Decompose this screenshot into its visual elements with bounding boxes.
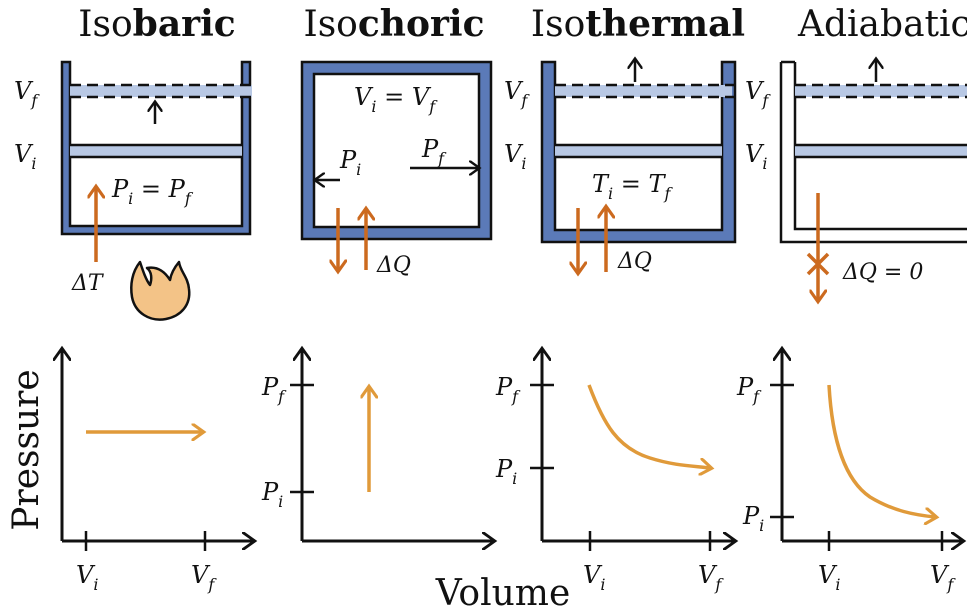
title-isothermal: Isothermal	[531, 3, 745, 45]
isobaric-vessel	[60, 60, 256, 262]
heat-label: ΔQ	[617, 249, 652, 274]
heat-label: ΔQ	[376, 253, 411, 278]
v-initial-label: Vi	[745, 140, 767, 173]
condition-label: Vi = Vf	[354, 83, 438, 116]
y-tick-label-pf: Pf	[261, 373, 287, 406]
piston-initial	[70, 145, 242, 157]
title-isobaric: Isobaric	[78, 3, 235, 45]
x-axis-title: Volume	[435, 573, 571, 609]
heat-label: ΔT	[71, 271, 105, 296]
piston-final	[70, 85, 252, 97]
x-tick-label-vf: Vf	[191, 561, 217, 594]
adiabatic-plot	[770, 350, 962, 551]
x-tick-label-vf: Vf	[930, 561, 956, 594]
y-axis-title: Pressure	[6, 369, 47, 530]
process-curve	[827, 384, 935, 517]
x-tick-label-vf: Vf	[698, 561, 724, 594]
v-final-label: Vf	[745, 77, 771, 110]
blocked-heat-arrow-icon	[806, 193, 830, 300]
y-tick-label-pf: Pf	[495, 373, 521, 406]
v-initial-label: Vi	[14, 140, 36, 173]
title-isochoric: Isochoric	[303, 3, 484, 45]
y-tick-label-pi: Pi	[495, 455, 517, 488]
p-final-label: Pf	[421, 135, 447, 168]
isobaric-plot	[62, 350, 253, 551]
x-tick-label-vi: Vi	[76, 561, 98, 594]
v-initial-label: Vi	[504, 140, 526, 173]
isochoric-plot	[290, 350, 493, 541]
condition-label: Pi = Pf	[111, 175, 194, 208]
isothermal-vessel	[540, 60, 738, 272]
isothermal-plot	[530, 350, 734, 551]
y-tick-label-pf: Pf	[736, 373, 762, 406]
condition-label: Ti = Tf	[592, 170, 674, 203]
title-adiabatic: Adiabatic	[797, 4, 967, 45]
y-tick-label-pi: Pi	[261, 478, 283, 511]
x-tick-label-vi: Vi	[818, 561, 840, 594]
process-curve	[587, 384, 710, 468]
v-final-label: Vf	[14, 77, 40, 110]
x-tick-label-vi: Vi	[583, 561, 605, 594]
flame-icon	[130, 260, 191, 321]
heat-label: ΔQ = 0	[842, 260, 923, 285]
y-tick-label-pi: Pi	[742, 502, 764, 535]
p-initial-label: Pi	[339, 146, 361, 179]
adiabatic-vessel	[779, 60, 967, 300]
isochoric-vessel	[300, 60, 493, 270]
v-final-label: Vf	[504, 77, 530, 110]
